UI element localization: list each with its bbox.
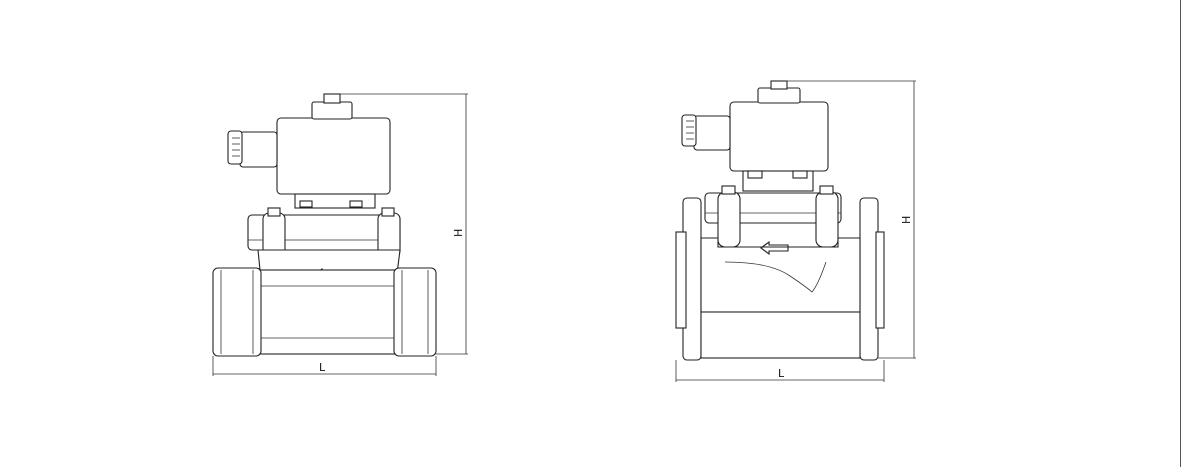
threaded-end-right (393, 267, 437, 357)
flanged-flow-arrow (760, 240, 789, 256)
flanged-body-curve (724, 261, 827, 293)
threaded-coil (276, 117, 391, 195)
flanged-bolt-left (717, 191, 741, 248)
flanged-connector-cap (681, 114, 697, 147)
threaded-top-nut (311, 101, 353, 120)
threaded-height-label: H (452, 229, 465, 237)
threaded-width-label: L (319, 361, 326, 374)
flanged-height-label: H (900, 216, 913, 224)
threaded-valve-drawing (212, 93, 468, 376)
flanged-valve-drawing (675, 80, 916, 382)
flanged-nut-cap (770, 80, 788, 90)
flanged-coil (729, 101, 829, 172)
flanged-top-nut (757, 87, 801, 104)
threaded-nut-cap (323, 93, 341, 104)
threaded-connector (239, 131, 278, 168)
flanged-connector (693, 115, 731, 151)
flanged-bore (700, 311, 861, 359)
flanged-width-label: L (778, 367, 785, 380)
flanged-right-flange (859, 197, 879, 361)
right-border (1180, 0, 1181, 467)
flanged-valve-body (700, 237, 861, 313)
flanged-bolt-right (815, 191, 839, 248)
flanged-left-lip (675, 231, 687, 329)
threaded-connector-cap (227, 130, 243, 165)
flanged-right-lip (875, 231, 885, 329)
threaded-end-left (212, 267, 262, 357)
